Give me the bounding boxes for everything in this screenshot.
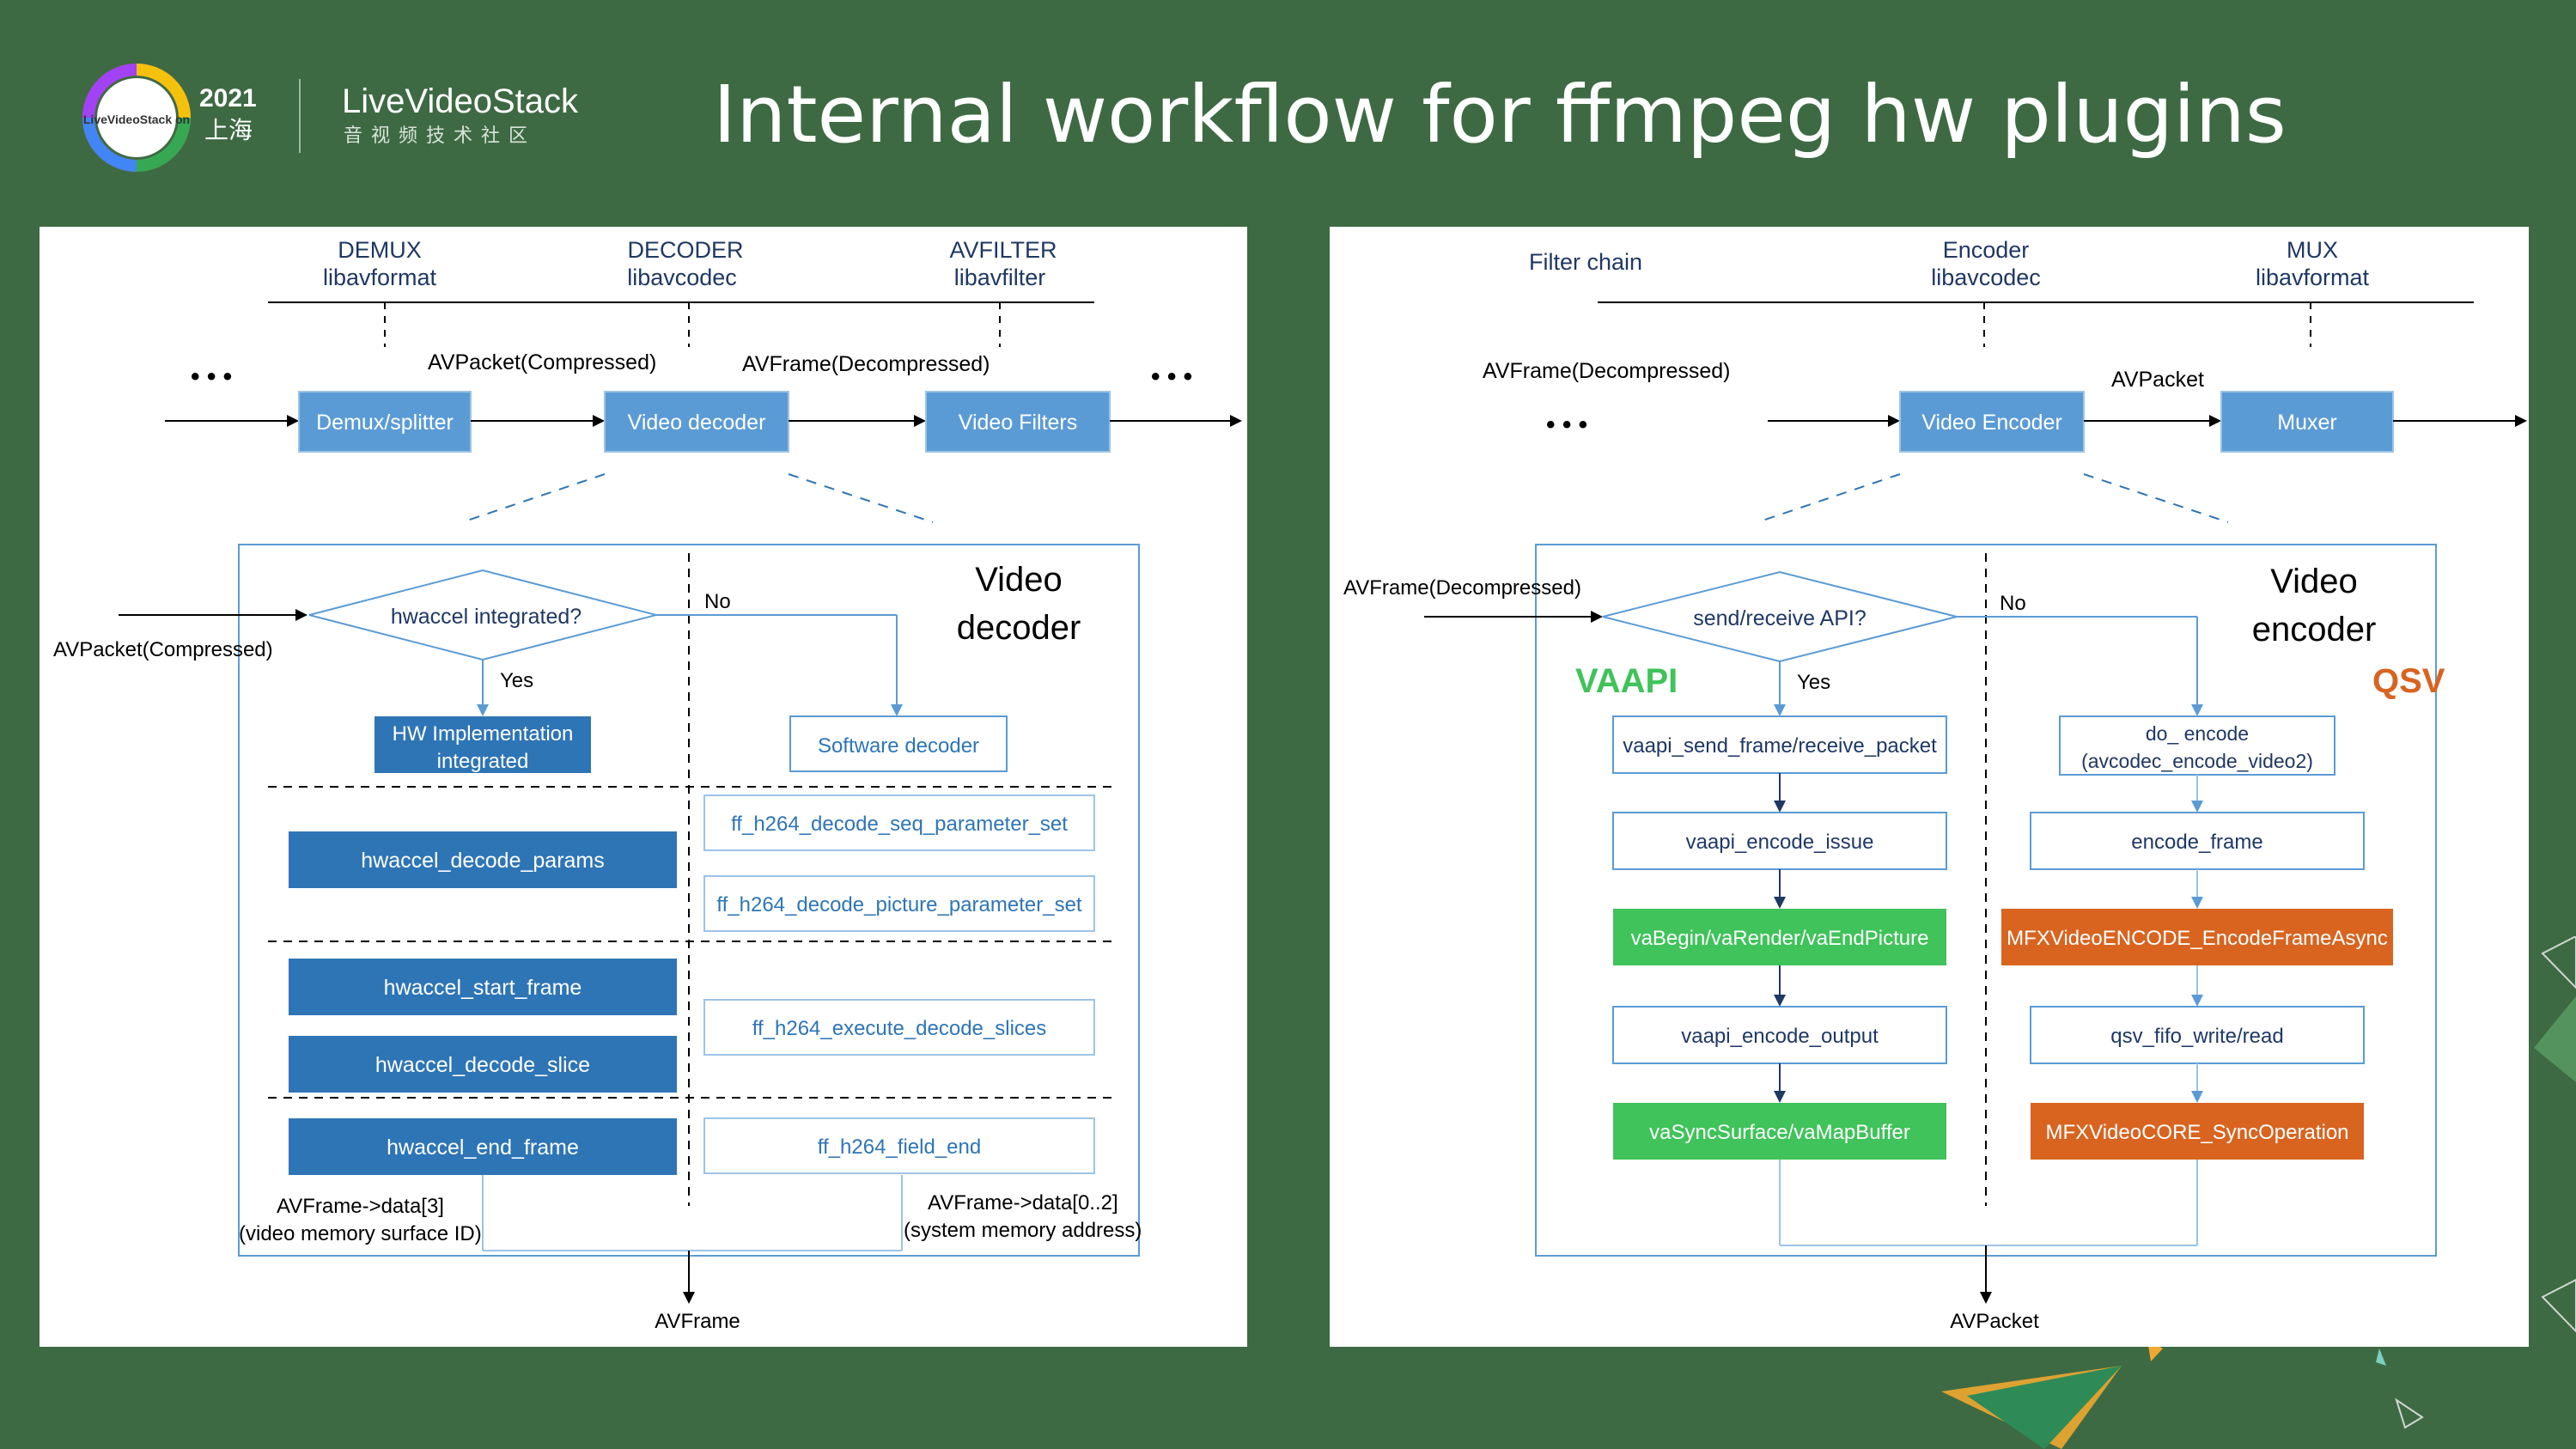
vabegin-render-box xyxy=(1613,909,1946,965)
mfx-sync-operation-box xyxy=(2031,1103,2364,1160)
brand-subtitle: 音视频技术社区 xyxy=(344,125,537,147)
video-filters-label: Video Filters xyxy=(959,411,1078,435)
no-label: No xyxy=(704,590,731,613)
sw-output-line2: (system memory address) xyxy=(904,1219,1142,1242)
software-decoder-box xyxy=(789,715,1008,772)
hwaccel-decode-params-label: hwaccel_decode_params xyxy=(361,849,605,873)
do-encode-line1: do_ encode xyxy=(2146,722,2249,745)
yes-label: Yes xyxy=(500,669,533,692)
qsv-label: QSV xyxy=(2372,662,2445,700)
video-encoder-label: Video Encoder xyxy=(1921,411,2062,435)
input-avpacket-label: AVPacket(Compressed) xyxy=(53,638,273,661)
sw-picture-parameter-label: ff_h264_decode_picture_parameter_set xyxy=(716,893,1082,916)
ellipsis-right: • • • xyxy=(1151,362,1192,391)
stage-avfilter-name: AVFILTER xyxy=(949,237,1057,263)
input-avframe-label: AVFrame(Decompressed) xyxy=(1343,576,1581,600)
mfx-sync-operation-label: MFXVideoCORE_SyncOperation xyxy=(2045,1121,2348,1144)
svg-text:LiveVideoStack on: LiveVideoStack on xyxy=(83,113,190,126)
stage-decoder-lib: libavcodec xyxy=(627,265,737,290)
logo-separator xyxy=(299,79,301,153)
do-encode-line2: (avcodec_encode_video2) xyxy=(2081,750,2313,772)
stage-encoder-name: Encoder xyxy=(1943,237,2030,263)
stage-mux-lib: libavformat xyxy=(2256,265,2370,290)
hwaccel-decode-slice-label: hwaccel_decode_slice xyxy=(375,1053,590,1077)
sw-field-end-box xyxy=(703,1117,1095,1174)
slide-title: Internal workflow for ffmpeg hw plugins xyxy=(713,69,2287,161)
vaapi-encode-output-box xyxy=(1612,1006,1947,1064)
muxer-label: Muxer xyxy=(2277,411,2336,435)
sw-seq-parameter-label: ff_h264_decode_seq_parameter_set xyxy=(731,813,1068,836)
demux-splitter-box xyxy=(298,391,472,453)
stage-demux-lib: libavformat xyxy=(323,265,437,290)
vaapi-encode-issue-box xyxy=(1612,812,1947,870)
video-decoder-label: Video decoder xyxy=(628,411,766,435)
output-avframe-label: AVFrame xyxy=(655,1310,740,1333)
stage-decoder-name: DECODER xyxy=(627,237,743,263)
hw-output-line1: AVFrame->data[3] xyxy=(277,1195,444,1218)
vaapi-encode-issue-label: vaapi_encode_issue xyxy=(1686,831,1874,854)
no-label: No xyxy=(2000,592,2026,615)
sw-picture-parameter-box xyxy=(703,875,1095,932)
sw-seq-parameter-box xyxy=(703,795,1095,851)
vaapi-send-frame-label: vaapi_send_frame/receive_packet xyxy=(1623,734,1937,758)
video-filters-box xyxy=(925,391,1111,453)
avpacket-compressed-label: AVPacket(Compressed) xyxy=(428,350,656,374)
hw-implementation-box xyxy=(375,716,591,773)
hw-implementation-line2: integrated xyxy=(437,750,529,773)
hwaccel-end-frame-box xyxy=(289,1118,677,1175)
ellipsis-left: • • • xyxy=(191,362,232,391)
avpacket-label: AVPacket xyxy=(2111,368,2204,392)
hw-implementation-line1: HW Implementation xyxy=(393,722,574,746)
vasync-surface-label: vaSyncSurface/vaMapBuffer xyxy=(1649,1121,1910,1144)
vabegin-render-label: vaBegin/vaRender/vaEndPicture xyxy=(1631,927,1929,950)
encode-frame-label: encode_frame xyxy=(2131,831,2262,854)
panel-title-line1: Video xyxy=(975,561,1063,599)
vasync-surface-box xyxy=(1613,1103,1946,1160)
panel-title-line2: decoder xyxy=(957,609,1081,647)
panel-title-line1: Video xyxy=(2270,563,2358,600)
hwaccel-decode-slice-box xyxy=(289,1036,677,1093)
send-receive-decision-label: send/receive API? xyxy=(1693,606,1867,630)
brand-name: LiveVideoStack xyxy=(342,82,578,120)
stage-mux-name: MUX xyxy=(2287,237,2338,263)
sw-field-end-label: ff_h264_field_end xyxy=(818,1135,981,1159)
output-avpacket-label: AVPacket xyxy=(1950,1310,2039,1333)
stage-avfilter-lib: libavfilter xyxy=(954,265,1046,290)
avframe-decompressed-label: AVFrame(Decompressed) xyxy=(1483,359,1731,383)
sw-output-line1: AVFrame->data[0..2] xyxy=(928,1191,1118,1215)
vaapi-label: VAAPI xyxy=(1575,662,1678,700)
hw-output-line2: (video memory surface ID) xyxy=(239,1222,482,1245)
hwaccel-start-frame-box xyxy=(289,959,677,1015)
ellipsis-left: • • • xyxy=(1546,411,1587,439)
mfx-encode-async-box xyxy=(2001,909,2393,965)
hwaccel-end-frame-label: hwaccel_end_frame xyxy=(387,1135,579,1160)
panel-title-line2: encoder xyxy=(2252,611,2377,648)
hwaccel-decision-label: hwaccel integrated? xyxy=(391,605,582,629)
mfx-encode-async-label: MFXVideoENCODE_EncodeFrameAsync xyxy=(2007,927,2388,950)
hwaccel-decode-params-box xyxy=(289,831,677,888)
software-decoder-label: Software decoder xyxy=(818,734,979,758)
stage-filter-chain-name: Filter chain xyxy=(1529,249,1642,275)
avframe-decompressed-label: AVFrame(Decompressed) xyxy=(742,352,990,376)
qsv-fifo-box xyxy=(2030,1006,2365,1064)
demux-splitter-label: Demux/splitter xyxy=(316,411,454,435)
vaapi-encode-output-label: vaapi_encode_output xyxy=(1681,1025,1879,1048)
stage-demux-name: DEMUX xyxy=(338,237,422,263)
stage-encoder-lib: libavcodec xyxy=(1931,265,2041,290)
yes-label: Yes xyxy=(1797,671,1830,694)
sw-execute-slices-box xyxy=(703,999,1095,1056)
muxer-box xyxy=(2220,391,2394,453)
encoder-diagram: Filter chain Encoder libavcodec MUX liba… xyxy=(1330,227,2529,1347)
logo-year: 2021 xyxy=(199,84,257,113)
conference-logo: LiveVideoStack on xyxy=(82,64,191,172)
video-encoder-box xyxy=(1899,391,2085,453)
decoder-diagram: DEMUX libavformat DECODER libavcodec AVF… xyxy=(40,227,1247,1347)
sw-execute-slices-label: ff_h264_execute_decode_slices xyxy=(752,1017,1047,1040)
qsv-fifo-label: qsv_fifo_write/read xyxy=(2110,1025,2283,1048)
do-encode-box xyxy=(2059,715,2335,776)
decorative-shapes xyxy=(1941,936,2576,1449)
logo-city: 上海 xyxy=(204,116,253,144)
hwaccel-start-frame-label: hwaccel_start_frame xyxy=(384,976,582,1000)
